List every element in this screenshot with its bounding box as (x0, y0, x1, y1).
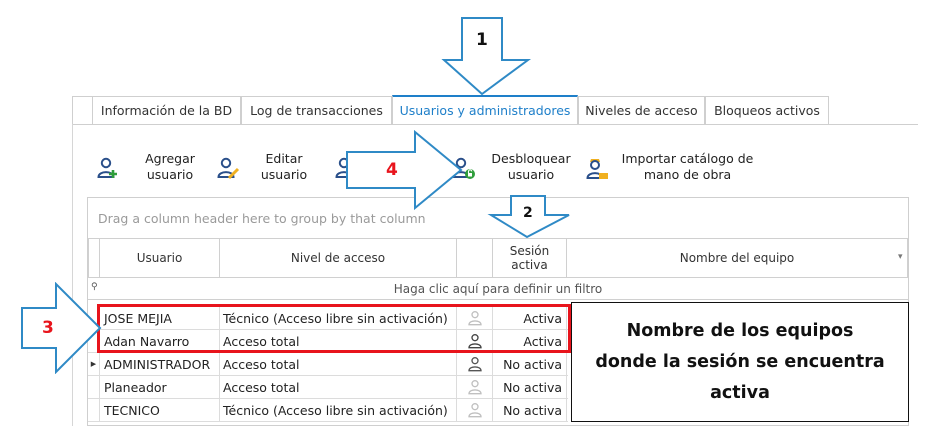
cell-level: Técnico (Acceso libre sin activación) (220, 399, 457, 421)
column-header-label: Sesión (509, 244, 550, 258)
tab-label: Log de transacciones (250, 103, 383, 118)
cell-level: Acceso total (220, 330, 457, 352)
cell-session-icon (457, 330, 493, 352)
group-by-panel[interactable]: Drag a column header here to group by th… (88, 198, 908, 238)
tab-log-transacciones[interactable]: Log de transacciones (241, 96, 392, 124)
cell-session: No activa (493, 399, 567, 421)
cell-session-icon (457, 353, 493, 375)
cell-session-icon (457, 376, 493, 398)
annotation-number-2: 2 (523, 205, 533, 221)
filter-icon: ⚲ (91, 282, 98, 292)
content-frame (72, 124, 918, 426)
table-row[interactable]: Planeador Acceso total No activa (88, 376, 568, 399)
row-indicator-header (88, 238, 100, 278)
row-focus-indicator-icon: ▶ (88, 353, 100, 375)
unlock-user-button[interactable]: Desbloquear usuario (452, 150, 576, 186)
row-indicator (88, 376, 100, 398)
user-session-inactive-icon (467, 403, 482, 418)
column-header-usuario[interactable]: Usuario (100, 238, 220, 278)
filter-hint: Haga clic aquí para definir un filtro (393, 281, 603, 296)
cell-user: Planeador (100, 376, 220, 398)
cell-level: Acceso total (220, 353, 457, 375)
annotation-number-1: 1 (476, 30, 488, 50)
column-header-nivel-acceso[interactable]: Nivel de acceso (220, 238, 457, 278)
chevron-down-icon[interactable]: ▾ (898, 252, 903, 262)
tab-niveles-acceso[interactable]: Niveles de acceso (578, 96, 705, 124)
column-header-sesion-activa[interactable]: Sesión activa (493, 238, 567, 278)
cell-session-icon (457, 307, 493, 329)
cell-level: Técnico (Acceso libre sin activación) (220, 307, 457, 329)
highlight-active-sessions (97, 304, 571, 353)
add-user-label-1: Agregar (145, 151, 195, 166)
annotation-arrow-2 (487, 195, 570, 239)
column-header-nombre-equipo[interactable]: Nombre del equipo (567, 238, 908, 278)
column-header-icon[interactable] (457, 238, 493, 278)
tab-label: Información de la BD (100, 103, 233, 118)
add-user-label-2: usuario (146, 167, 194, 182)
import-catalog-icon (586, 159, 608, 179)
user-session-active-icon (467, 357, 482, 372)
user-session-active-icon (467, 334, 482, 349)
annotation-number-3: 3 (42, 318, 54, 338)
filter-row[interactable]: ⚲ Haga clic aquí para definir un filtro (88, 278, 908, 300)
annotation-callout: Nombre de los equipos donde la sesión se… (571, 302, 909, 422)
column-header-label: Usuario (136, 251, 183, 265)
tab-label: Bloqueos activos (714, 103, 820, 118)
import-catalog-label-2: mano de obra (643, 167, 732, 182)
table-row[interactable]: ▶ ADMINISTRADOR Acceso total No activa (88, 353, 568, 376)
column-header-label: Nombre del equipo (679, 251, 795, 265)
edit-user-label-1: Editar (265, 151, 303, 166)
cell-session: No activa (493, 376, 567, 398)
annotation-arrow-1 (441, 17, 532, 96)
callout-line: donde la sesión se encuentra (595, 351, 885, 372)
cell-user: TECNICO (100, 399, 220, 421)
edit-user-button[interactable]: Editar usuario (216, 150, 320, 186)
annotation-arrow-3 (21, 282, 102, 374)
callout-line: Nombre de los equipos (626, 320, 854, 341)
edit-user-icon (217, 157, 240, 180)
cell-session-icon (457, 399, 493, 421)
cell-user: Adan Navarro (100, 330, 220, 352)
group-by-hint: Drag a column header here to group by th… (98, 210, 426, 226)
tab-strip-start (72, 96, 92, 124)
add-user-button[interactable]: Agregar usuario (96, 150, 208, 186)
user-session-inactive-icon (467, 380, 482, 395)
import-catalog-button[interactable]: Importar catálogo de mano de obra (585, 150, 760, 186)
cell-session: No activa (493, 353, 567, 375)
import-catalog-label-1: Importar catálogo de (621, 151, 754, 166)
column-header-label: activa (511, 258, 548, 272)
callout-line: activa (710, 382, 770, 403)
cell-user: JOSE MEJIA (100, 307, 220, 329)
cell-session: Activa (493, 330, 567, 352)
row-indicator (88, 399, 100, 421)
annotation-arrow-4 (346, 130, 463, 211)
user-session-inactive-icon (467, 311, 482, 326)
column-header-label: Nivel de acceso (290, 251, 386, 265)
cell-level: Acceso total (220, 376, 457, 398)
tab-label: Usuarios y administradores (399, 103, 571, 118)
unlock-user-label-2: usuario (507, 167, 555, 182)
cell-user: ADMINISTRADOR (100, 353, 220, 375)
tab-label: Niveles de acceso (585, 103, 698, 118)
cell-session: Activa (493, 307, 567, 329)
tab-usuarios-administradores[interactable]: Usuarios y administradores (392, 95, 578, 124)
tab-bloqueos-activos[interactable]: Bloqueos activos (705, 96, 829, 124)
tab-strip-line (72, 124, 918, 125)
add-user-icon (97, 157, 117, 178)
tab-info-bd[interactable]: Información de la BD (92, 96, 241, 124)
unlock-user-label-1: Desbloquear (491, 151, 571, 166)
edit-user-label-2: usuario (260, 167, 308, 182)
annotation-number-4: 4 (386, 160, 398, 180)
table-row[interactable]: TECNICO Técnico (Acceso libre sin activa… (88, 399, 568, 422)
table-row[interactable]: JOSE MEJIA Técnico (Acceso libre sin act… (88, 307, 568, 330)
